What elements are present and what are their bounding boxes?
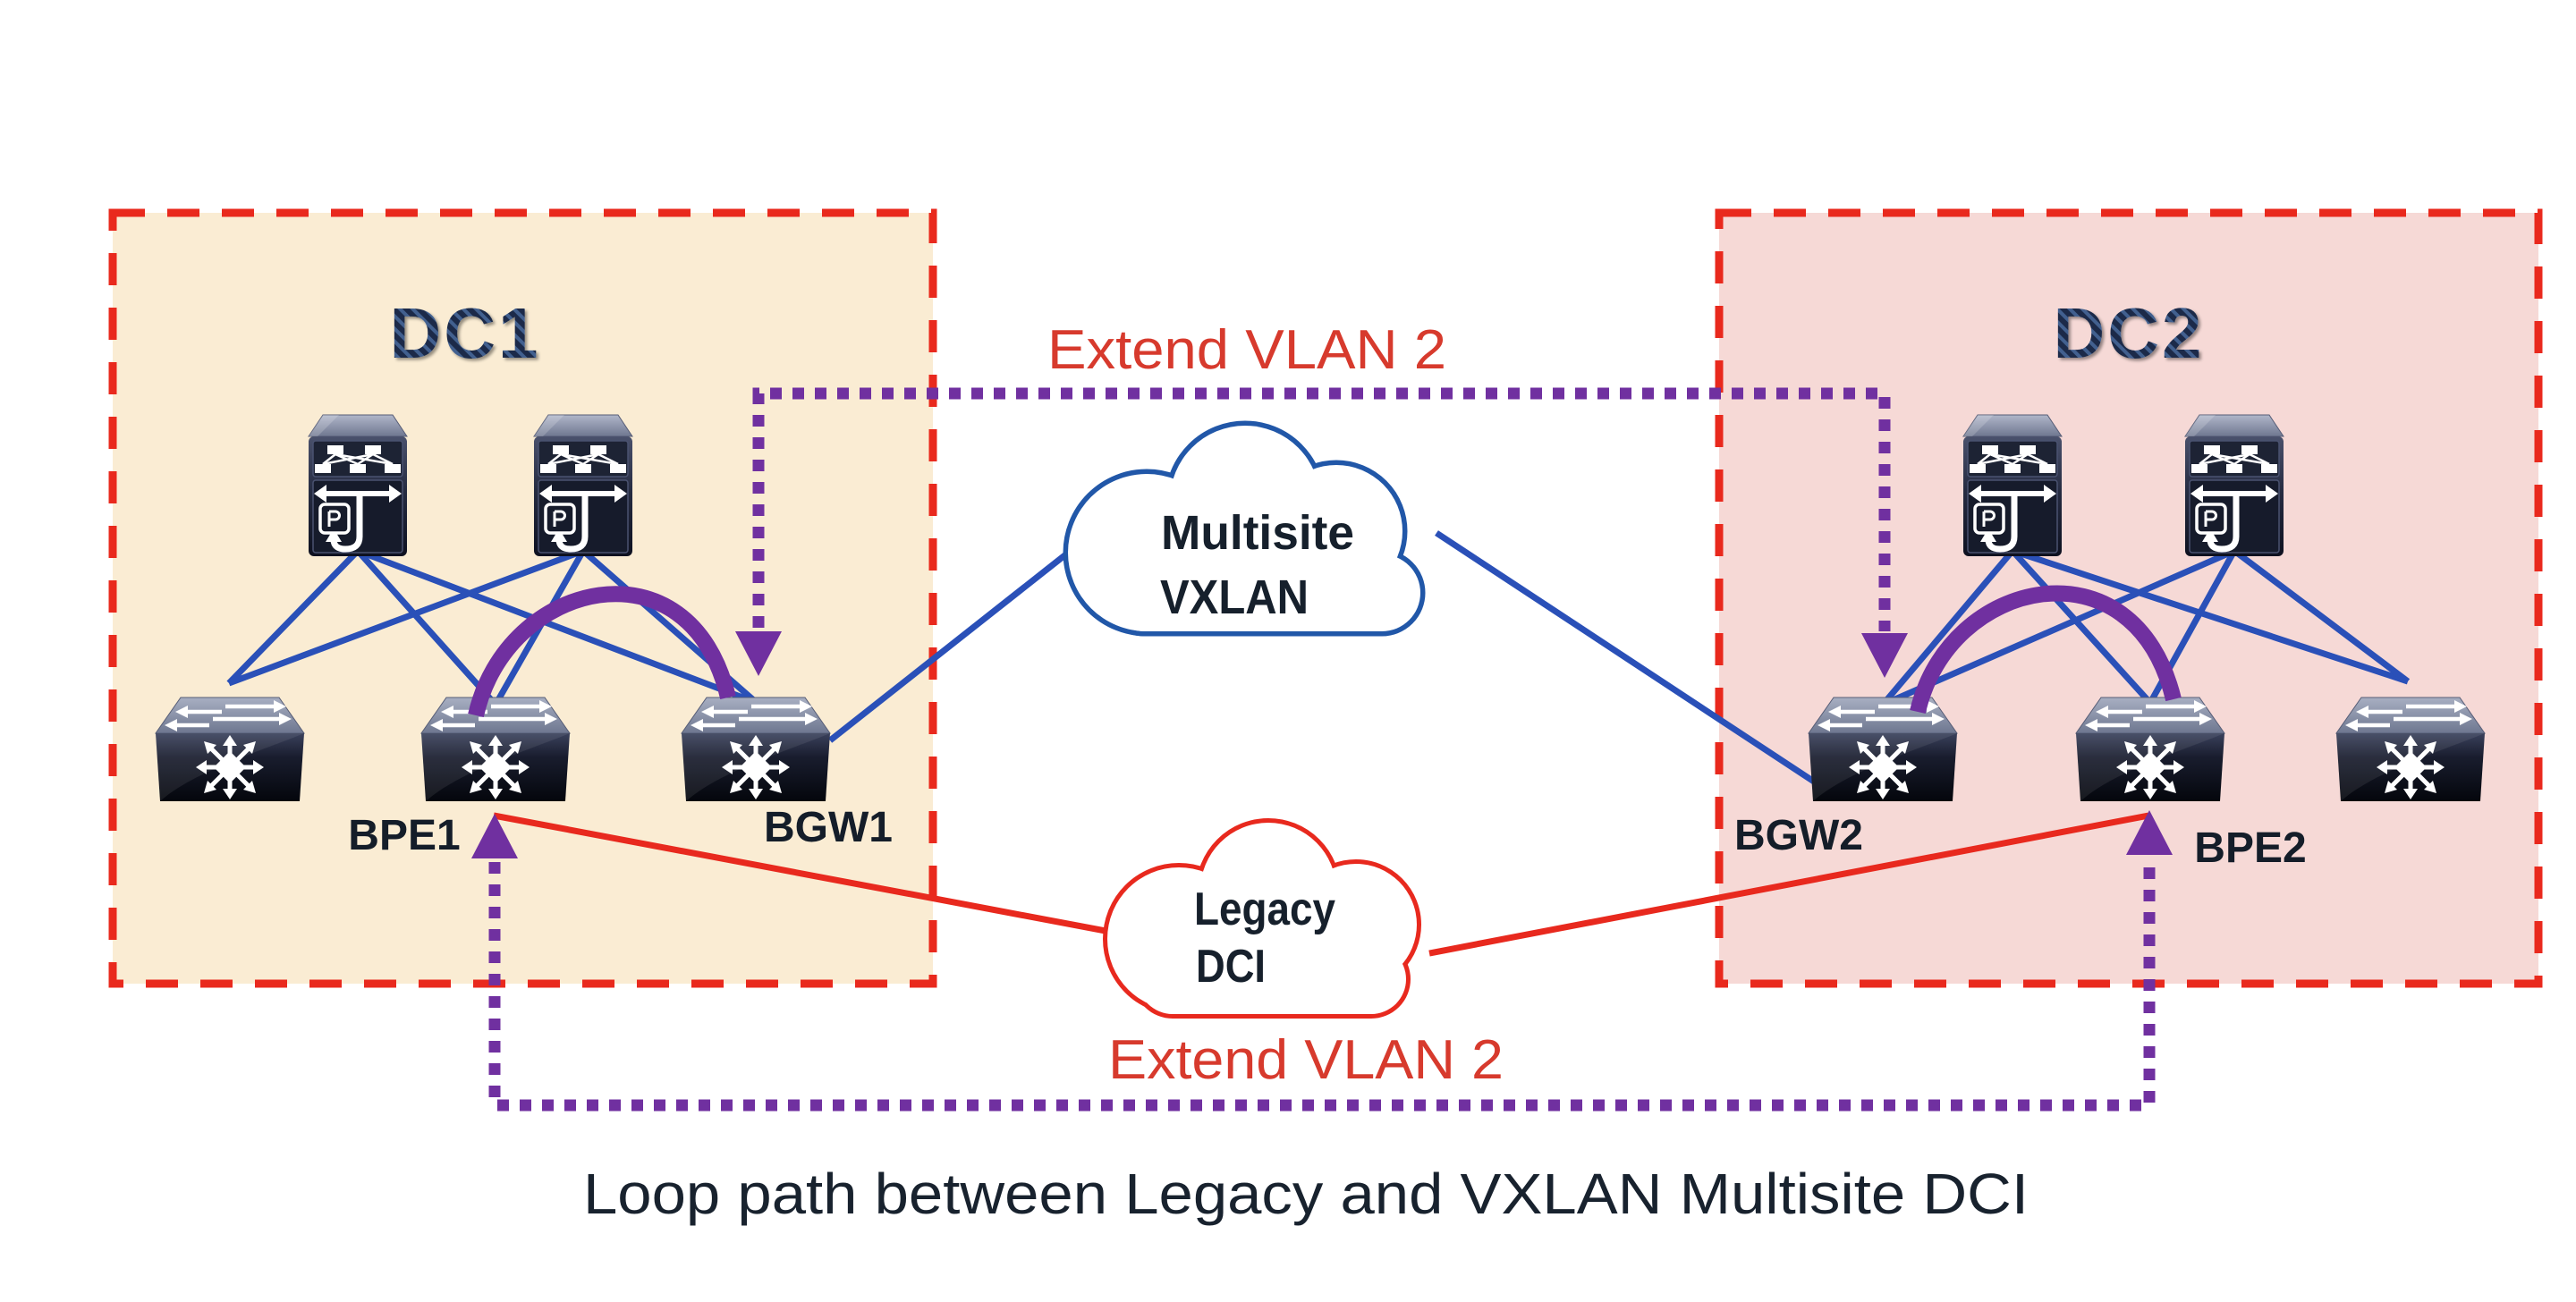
vxlan-cloud-label-line1: Multisite [1161, 506, 1354, 560]
leaf-switch-bpe2 [2076, 698, 2224, 801]
leaf-switch-dc2-3 [2336, 698, 2485, 801]
legacy-cloud-label-line2: DCI [1196, 941, 1266, 993]
device-label-bpe1: BPE1 [348, 812, 460, 859]
spine-switch-dc2-2 [2185, 415, 2284, 556]
device-label-bpe2: BPE2 [2194, 824, 2306, 872]
loop-path-vxlan-dotted [752, 387, 1891, 631]
fabric-links-dc2 [1880, 547, 2411, 708]
leaf-switch-bpe1 [421, 698, 570, 801]
leaf-switch-dc1-1 [156, 698, 304, 801]
loop-arrow-down-bgw1 [735, 631, 782, 676]
site-dc1-region [108, 208, 937, 988]
link-bgw1-vxlan-cloud [827, 537, 1087, 743]
site-label-dc1: DC1 [389, 293, 540, 373]
spine-switch-dc1-2 [534, 415, 632, 556]
legacy-dci-cloud [1103, 818, 1421, 1019]
multisite-vxlan-cloud [1063, 420, 1426, 637]
spine-switch-dc2-1 [1963, 415, 2062, 556]
leaf-switch-bgw2 [1809, 698, 1957, 801]
extend-vlan-label-bottom: Extend VLAN 2 [1108, 1029, 1504, 1091]
loop-arc-bpe1-bgw1 [468, 586, 736, 717]
loop-arrow-down-bgw2 [1861, 633, 1908, 678]
loop-arc-bgw2-bpe2 [1910, 585, 2182, 714]
legacy-cloud-label-line1: Legacy [1194, 884, 1335, 935]
diagram-caption: Loop path between Legacy and VXLAN Multi… [583, 1162, 2029, 1226]
link-legacy-cloud-bpe2 [1428, 812, 2149, 957]
link-bpe1-legacy-cloud [493, 812, 1121, 937]
vxlan-cloud-label-line2: VXLAN [1160, 571, 1309, 624]
link-vxlan-cloud-bgw2 [1435, 530, 1821, 788]
device-label-bgw1: BGW1 [764, 804, 893, 851]
extend-vlan-label-top: Extend VLAN 2 [1047, 319, 1446, 381]
leaf-switch-bgw1 [682, 698, 830, 801]
loop-arrow-up-bpe1 [471, 814, 518, 858]
spine-switch-dc1-1 [309, 415, 407, 556]
site-label-dc2: DC2 [2053, 293, 2204, 373]
loop-path-legacy-dotted [488, 858, 2156, 1112]
loop-arrow-up-bpe2 [2126, 810, 2173, 855]
device-label-bgw2: BGW2 [1734, 812, 1863, 859]
